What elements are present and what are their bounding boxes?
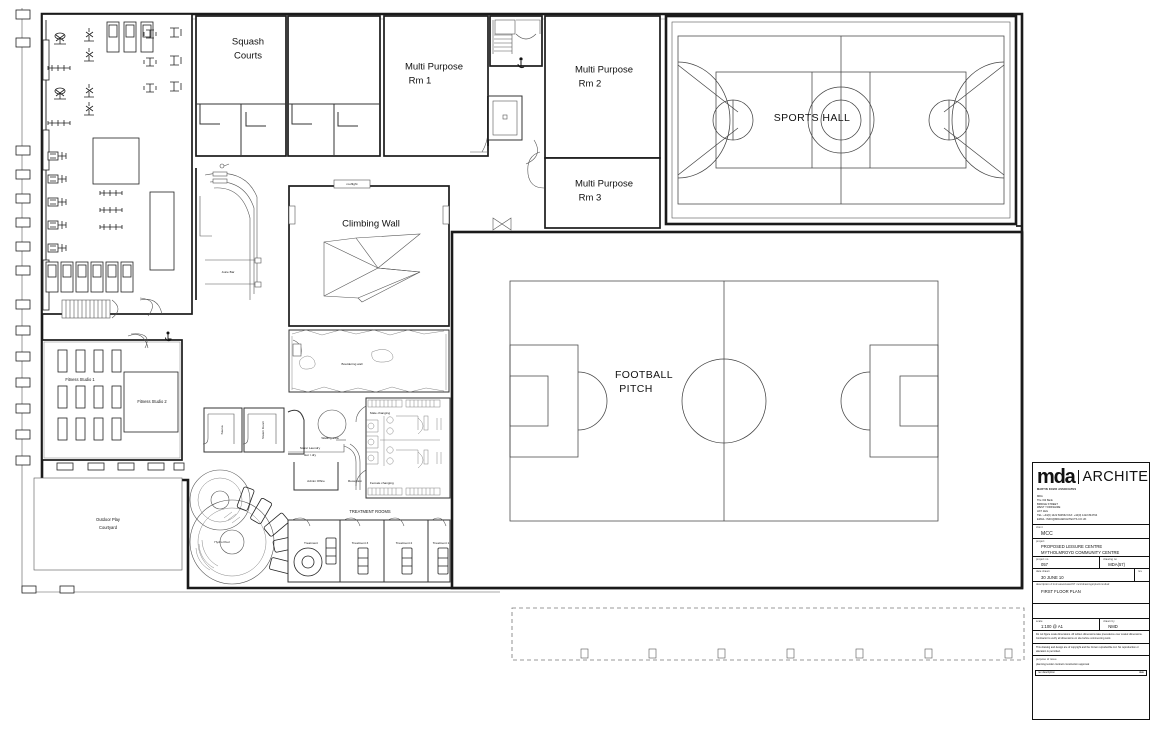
reception-admin-area: Waiting area Store/ Laundry stor / dry A… [287, 409, 362, 491]
squash-courts: Squash Courts [195, 15, 381, 157]
treatment-rooms: TREATMENT ROOMS Treatment Treatment 3 Tr… [287, 509, 451, 583]
practice-logo: mda ARCHITE [1033, 463, 1149, 488]
description-row: description D:\MD associates\57 MCC\draw… [1033, 582, 1149, 605]
bouldering-wall-label: Bouldering wall [342, 362, 363, 366]
external-left-bays [15, 8, 500, 594]
mpr1-label-2: Rm 1 [409, 76, 432, 87]
treatment-3-label: Treatment 3 [352, 541, 369, 545]
valve-symbol [492, 217, 512, 231]
job-and-drawing-no-row: project no 057 drawing no MDA(57) [1033, 556, 1149, 570]
drawn-by-caption: drawn by [1103, 620, 1115, 624]
treatment-2-label: Treatment 2 [396, 541, 413, 545]
multi-purpose-rm-3: Multi Purpose Rm 3 [525, 139, 661, 229]
fitness-studio-1-label: Fitness Studio 1 [65, 377, 95, 382]
store-laundry-label: Store/ Laundry [300, 446, 321, 450]
multi-purpose-rm-1: Multi Purpose Rm 1 [383, 15, 489, 157]
logo-architects-text: ARCHITE [1077, 470, 1149, 485]
date-caption: date drawn [1036, 570, 1050, 574]
treatment-1-label: Treatment 1 [433, 541, 450, 545]
climbing-wall-label: Climbing Wall [342, 219, 400, 230]
treatment-4-label: Treatment [304, 541, 318, 545]
client-row: client MCC [1033, 525, 1149, 539]
accessible-symbol [517, 57, 525, 69]
job-no-caption: project no [1036, 557, 1049, 561]
project-line-2: MYTHOLMROYD COMMUNITY CENTRE [1041, 549, 1120, 555]
gym-equipment-cluster [45, 21, 182, 319]
steam-room-label: Steam Room [261, 421, 265, 439]
outdoor-play-label-1: Outdoor Play [96, 517, 121, 522]
project-line-1: PROPOSED LEISURE CENTRE [1041, 543, 1103, 549]
revision-bar-right: date [1138, 671, 1144, 675]
squash-courts-label-2: Courts [234, 51, 262, 62]
bouldering-wall-area: Bouldering wall [288, 329, 450, 393]
hydro-pool-label: Hydro Pool [214, 540, 230, 544]
mpr3-label-2: Rm 3 [579, 193, 602, 204]
description-caption: description D:\MD associates\57 MCC\draw… [1036, 582, 1110, 586]
sports-hall: SPORTS HALL [664, 14, 1018, 226]
changing-rooms: Male changing Female changing [355, 397, 451, 499]
drawing-no-caption: drawing no [1103, 557, 1117, 561]
lift [487, 95, 523, 141]
juice-bar-label: Juice Bar [222, 270, 235, 274]
mpr2-label-2: Rm 2 [579, 79, 602, 90]
scale-row: scale 1:100 @ A1 drawn by NMD [1033, 618, 1149, 632]
mpr3-label-1: Multi Purpose [575, 179, 633, 190]
scale-caption: scale [1036, 620, 1043, 624]
dimension-note: Do not figure scale dimensions. All writ… [1033, 631, 1149, 644]
fitness-studios: Fitness Studio 1 Fitness Studio 2 [41, 331, 183, 461]
outdoor-play-label-2: Courtyard [99, 525, 118, 530]
client-value: MCC [1041, 530, 1053, 537]
female-changing-label: Female changing [370, 481, 394, 485]
description-value: FIRST FLOOR PLAN [1041, 589, 1081, 595]
building-right-edge [1016, 225, 1024, 588]
circulation-corridor: Juice Bar [195, 163, 262, 300]
male-changing-label: Male changing [370, 411, 390, 415]
sports-hall-label: SPORTS HALL [774, 112, 851, 124]
revision-caption: rev [1138, 570, 1142, 574]
purpose-of-issue: purpose of issue planning tender contrac… [1033, 656, 1149, 667]
outdoor-play-courtyard: Outdoor Play Courtyard [33, 462, 185, 571]
football-pitch: FOOTBALL PITCH [450, 217, 1024, 590]
drawn-by-value: NMD [1108, 624, 1118, 630]
climbing-wall-room: rooflight Climbing Wall [288, 179, 450, 327]
project-row: project PROPOSED LEISURE CENTRE MYTHOLMR… [1033, 539, 1149, 557]
mpr1-label-1: Multi Purpose [405, 62, 463, 73]
rooflight-label: rooflight [346, 182, 357, 186]
logo-mda-text: mda [1037, 466, 1076, 488]
purpose-caption: purpose of issue [1036, 658, 1057, 662]
external-parking-zone [511, 607, 1025, 661]
gym-area [41, 13, 193, 319]
copyright-note: This drawing and design are of copyright… [1033, 644, 1149, 657]
project-caption: project [1036, 539, 1045, 543]
squash-courts-label-1: Squash [232, 37, 264, 48]
revision-bar-left: rev description [1038, 671, 1055, 675]
date-value: 30 JUNE 10 [1041, 574, 1064, 580]
hydro-pool-area: Hydro Pool [189, 469, 299, 585]
treatment-rooms-header: TREATMENT ROOMS [349, 509, 391, 514]
waiting-area-label: Waiting area [321, 436, 339, 440]
admin-office-label: Admin Office [307, 479, 325, 483]
job-no-value: 057 [1041, 562, 1048, 568]
fitness-studio-2-label: Fitness Studio 2 [137, 399, 167, 404]
accessible-symbol-studio [164, 331, 172, 342]
title-block: mda ARCHITE MARTIN DAVID ASSOCIATES MDA … [1032, 462, 1150, 720]
sauna-steam-area: Sauna Steam Room [202, 407, 285, 453]
client-caption: client [1036, 526, 1043, 530]
reception-label: Reception [348, 479, 362, 483]
stair-lift-core [470, 15, 543, 153]
sauna-label: Sauna [220, 425, 224, 434]
mpr2-label-1: Multi Purpose [575, 65, 633, 76]
multi-purpose-rm-2: Multi Purpose Rm 2 [544, 15, 661, 159]
football-pitch-label-1: FOOTBALL [615, 369, 673, 381]
store-laundry-sub: stor / dry [304, 453, 316, 457]
drawing-no-value: MDA(57) [1108, 562, 1126, 568]
football-pitch-label-2: PITCH [619, 383, 653, 395]
scale-value: 1:100 @ A1 [1041, 624, 1063, 630]
revision-bar: rev description date [1035, 669, 1147, 676]
purpose-options: planning tender contract construction ap… [1036, 662, 1090, 666]
date-row: date drawn 30 JUNE 10 rev [1033, 569, 1149, 582]
logo-subtitle: MARTIN DAVID ASSOCIATES [1037, 488, 1077, 491]
practice-address: MDA The Old Bank BRIDGE STREET WEST YORK… [1033, 493, 1149, 526]
